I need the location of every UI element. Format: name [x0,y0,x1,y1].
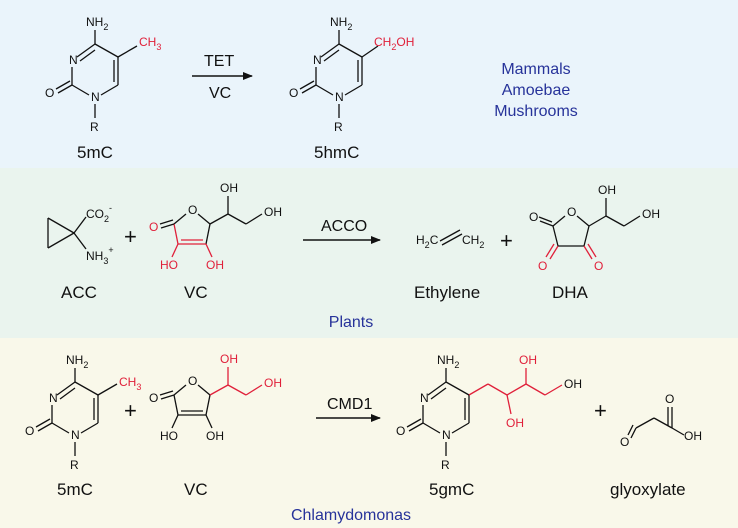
svg-text:OH: OH [506,416,524,430]
plus-sign-1: + [124,224,137,249]
molecule-5mc-bottom: NH2 N N O R CH3 [25,353,141,472]
molecule-5gmc: NH2 N N O R OH OH OH [396,353,582,472]
svg-text:O: O [149,391,158,405]
svg-text:OH: OH [264,376,282,390]
svg-text:O: O [188,374,197,388]
svg-text:N: N [69,53,78,67]
arrow-label-cmd1: CMD1 [327,396,372,413]
panel-middle-background [0,168,738,338]
label-glyoxylate: glyoxylate [610,480,686,499]
panel-top-background [0,0,738,168]
svg-text:R: R [441,458,450,472]
svg-text:R: R [334,120,343,134]
label-5hmc: 5hmC [314,143,359,162]
organism-mammals: Mammals [501,61,570,78]
label-vc-middle: VC [184,283,208,302]
svg-text:O: O [396,424,405,438]
svg-text:O: O [149,220,158,234]
svg-text:N: N [335,90,344,104]
arrow-label-tet: TET [204,53,234,70]
molecule-ethylene: H2C CH2 [416,229,484,250]
svg-text:O: O [620,435,629,449]
svg-text:OH: OH [206,258,224,272]
svg-text:O: O [538,259,547,273]
svg-text:HO: HO [160,429,178,443]
svg-text:NH2: NH2 [330,15,352,32]
svg-text:N: N [313,53,322,67]
molecule-vc-bottom: O O HO OH OH OH [149,352,282,443]
label-dha: DHA [552,283,589,302]
svg-text:N: N [442,428,451,442]
arrow-label-acco: ACCO [321,218,367,235]
svg-text:O: O [45,86,54,100]
svg-text:CH2: CH2 [462,233,484,250]
molecule-vc-middle: O O HO OH OH OH [149,181,282,272]
svg-text:OH: OH [642,207,660,221]
svg-text:HO: HO [160,258,178,272]
svg-text:R: R [90,120,99,134]
plus-sign-2: + [500,228,513,253]
label-vc-bottom: VC [184,480,208,499]
molecule-glyoxylate: O OH O [620,392,702,449]
organism-amoebae: Amoebae [502,82,571,99]
label-5mc-bottom: 5mC [57,480,93,499]
svg-text:OH: OH [264,205,282,219]
svg-text:NH2: NH2 [437,353,459,370]
svg-text:NH2: NH2 [86,15,108,32]
label-5mc-top: 5mC [77,143,113,162]
svg-text:OH: OH [220,181,238,195]
svg-text:OH: OH [564,377,582,391]
svg-text:O: O [594,259,603,273]
svg-text:O: O [289,86,298,100]
svg-text:N: N [49,391,58,405]
plus-sign-4: + [594,398,607,423]
svg-text:N: N [71,428,80,442]
svg-text:OH: OH [684,429,702,443]
molecule-dha: O O O O OH OH [529,183,660,273]
svg-text:NH2: NH2 [66,353,88,370]
svg-text:R: R [70,458,79,472]
svg-text:OH: OH [598,183,616,197]
panel-bottom-background [0,338,738,528]
molecule-5mc-top: NH2 N N O R CH3 [45,15,161,134]
arrow-label-vc: VC [209,85,231,102]
svg-text:OH: OH [206,429,224,443]
label-ethylene: Ethylene [414,283,480,302]
organism-mushrooms: Mushrooms [494,103,578,120]
svg-text:N: N [91,90,100,104]
svg-text:CH3: CH3 [139,35,161,52]
svg-text:NH3+: NH3+ [86,245,114,266]
svg-text:OH: OH [519,353,537,367]
svg-text:O: O [529,210,538,224]
svg-text:O: O [567,205,576,219]
svg-text:O: O [665,392,674,406]
svg-text:O: O [25,424,34,438]
svg-text:CH2OH: CH2OH [374,35,414,52]
svg-text:O: O [188,203,197,217]
svg-text:CH3: CH3 [119,375,141,392]
svg-text:H2C: H2C [416,233,439,250]
organism-chlamydomonas: Chlamydomonas [291,507,411,524]
molecule-5hmc: NH2 N N O R CH2OH [289,15,414,134]
label-5gmc: 5gmC [429,480,474,499]
molecule-acc: CO2- NH3+ [47,203,114,266]
svg-text:OH: OH [220,352,238,366]
organism-plants: Plants [329,314,373,331]
plus-sign-3: + [124,398,137,423]
svg-text:N: N [420,391,429,405]
svg-text:CO2-: CO2- [86,203,112,224]
label-acc: ACC [61,283,97,302]
